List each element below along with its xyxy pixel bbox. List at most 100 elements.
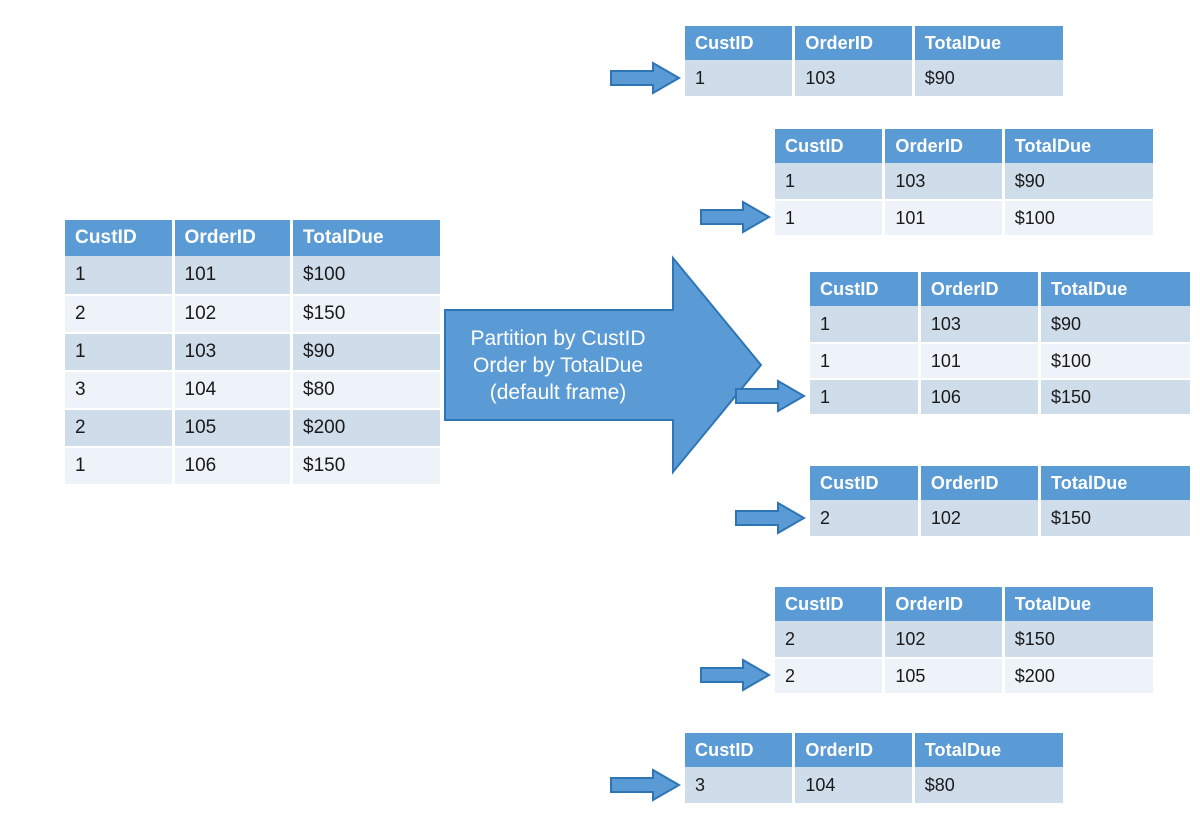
table-row: 1 101$100 bbox=[810, 342, 1190, 378]
column-header-orderid: OrderID bbox=[917, 466, 1038, 500]
column-header-custid: CustID bbox=[820, 278, 879, 299]
table-cell-orderid: 101 bbox=[171, 256, 291, 294]
table-cell-orderid: 105 bbox=[882, 659, 1001, 693]
column-header-orderid: OrderID bbox=[882, 129, 1001, 163]
column-header-totaldue: TotalDue bbox=[1037, 272, 1190, 306]
table-cell-custid: 2 bbox=[75, 303, 86, 324]
table-cell-totaldue: $80 bbox=[911, 767, 1063, 803]
frame-pointer-arrow-5 bbox=[699, 658, 771, 692]
table-cell-totaldue: $100 bbox=[1001, 201, 1153, 235]
table-cell-orderid: 105 bbox=[171, 410, 291, 446]
table-cell-totaldue: $200 bbox=[1001, 659, 1153, 693]
table-row: 1 106$150 bbox=[810, 378, 1190, 414]
column-header-custid: CustID bbox=[695, 32, 754, 53]
table-cell-totaldue: $90 bbox=[290, 334, 440, 370]
table-cell-totaldue: $90 bbox=[1037, 306, 1190, 342]
table-cell-totaldue: $150 bbox=[1037, 380, 1190, 414]
frame-pointer-arrow-3 bbox=[734, 379, 806, 413]
table-cell-orderid: 102 bbox=[171, 296, 291, 332]
table-cell-custid: 1 bbox=[820, 313, 831, 334]
table-row: 2 105$200 bbox=[775, 657, 1153, 693]
table-cell-orderid: 101 bbox=[917, 344, 1038, 378]
table-cell-custid: 1 bbox=[820, 350, 831, 371]
table-cell-custid: 1 bbox=[785, 207, 796, 228]
table-cell-totaldue: $90 bbox=[1001, 163, 1153, 199]
table-body: 3 104$80 bbox=[685, 767, 1063, 803]
table-cell-orderid: 104 bbox=[171, 372, 291, 408]
table-row: 1 106$150 bbox=[65, 446, 440, 484]
table-body: 2 102$150 bbox=[810, 500, 1190, 536]
partition-arrow-shape bbox=[443, 255, 763, 475]
table-cell-orderid: 104 bbox=[792, 767, 911, 803]
column-header-custid: CustID bbox=[785, 135, 844, 156]
column-header-orderid: OrderID bbox=[792, 733, 911, 767]
table-cell-custid: 1 bbox=[785, 170, 796, 191]
table-cell-custid: 3 bbox=[695, 774, 706, 795]
table-row: 1 103$90 bbox=[685, 60, 1063, 96]
table-cell-custid: 2 bbox=[820, 507, 831, 528]
table-cell-custid: 3 bbox=[75, 379, 86, 400]
table-cell-custid: 2 bbox=[75, 417, 86, 438]
column-header-custid: CustID bbox=[75, 227, 137, 248]
column-header-totaldue: TotalDue bbox=[1001, 129, 1153, 163]
table-cell-totaldue: $150 bbox=[1001, 621, 1153, 657]
table-row: 1 103$90 bbox=[775, 163, 1153, 199]
table-row: 2 102$150 bbox=[810, 500, 1190, 536]
table-cell-custid: 2 bbox=[785, 665, 796, 686]
table-cell-orderid: 103 bbox=[882, 163, 1001, 199]
table-cell-totaldue: $150 bbox=[290, 448, 440, 484]
column-header-custid: CustID bbox=[695, 739, 754, 760]
column-header-totaldue: TotalDue bbox=[1001, 587, 1153, 621]
table-cell-totaldue: $100 bbox=[290, 256, 440, 294]
table-cell-totaldue: $150 bbox=[290, 296, 440, 332]
column-header-custid: CustID bbox=[785, 593, 844, 614]
table-cell-custid: 1 bbox=[75, 455, 86, 476]
table-row: 1 101$100 bbox=[65, 256, 440, 294]
column-header-custid: CustID bbox=[820, 472, 879, 493]
table-row: 3 104$80 bbox=[685, 767, 1063, 803]
column-header-totaldue: TotalDue bbox=[911, 733, 1063, 767]
table-cell-totaldue: $90 bbox=[911, 60, 1063, 96]
table-cell-custid: 1 bbox=[75, 264, 86, 285]
table-cell-custid: 1 bbox=[820, 386, 831, 407]
column-header-orderid: OrderID bbox=[171, 220, 291, 256]
column-header-totaldue: TotalDue bbox=[290, 220, 440, 256]
table-cell-orderid: 103 bbox=[171, 334, 291, 370]
table-cell-custid: 2 bbox=[785, 628, 796, 649]
table-cell-orderid: 102 bbox=[917, 500, 1038, 536]
table-cell-orderid: 106 bbox=[171, 448, 291, 484]
table-cell-totaldue: $100 bbox=[1037, 344, 1190, 378]
table-cell-orderid: 106 bbox=[917, 380, 1038, 414]
table-cell-totaldue: $150 bbox=[1037, 500, 1190, 536]
table-body: 1 103$90 bbox=[685, 60, 1063, 96]
table-body: 2 102$150 2 105$200 bbox=[775, 621, 1153, 693]
table-cell-custid: 1 bbox=[695, 67, 706, 88]
frame-pointer-arrow-1 bbox=[609, 61, 681, 95]
column-header-orderid: OrderID bbox=[917, 272, 1038, 306]
column-header-totaldue: TotalDue bbox=[1037, 466, 1190, 500]
table-row: 2 102$150 bbox=[775, 621, 1153, 657]
frame-pointer-arrow-4 bbox=[734, 501, 806, 535]
table-cell-orderid: 103 bbox=[792, 60, 911, 96]
column-header-orderid: OrderID bbox=[882, 587, 1001, 621]
table-cell-orderid: 102 bbox=[882, 621, 1001, 657]
